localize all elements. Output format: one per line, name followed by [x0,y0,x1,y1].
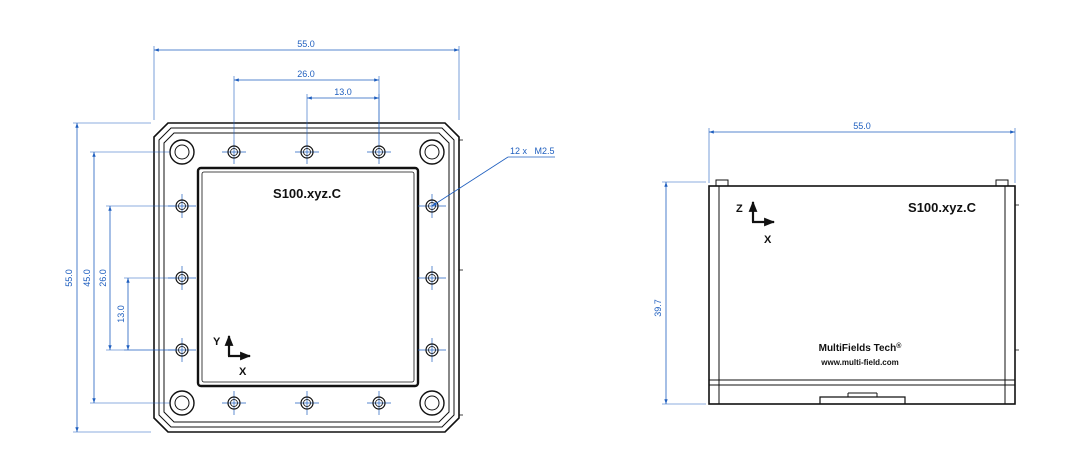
corner-holes [169,139,445,416]
dim-text-hole-pitch-y: 13.0 [116,305,126,323]
dim-text-hole-pitch-x: 13.0 [334,87,352,97]
top-view: S100.xyz.C Y X 55.0 26.0 13.0 [64,39,555,433]
side-axis-z-label: Z [736,203,743,215]
dim-text-overall-height: 55.0 [64,269,74,287]
brand-registered-mark: ® [896,342,902,350]
corner-hole [419,390,445,416]
threaded-hole [295,391,319,415]
side-view: S100.xyz.C Z X MultiFields Tech® www.mul… [653,121,1019,405]
dim-text-side-height: 39.7 [653,299,663,317]
top-dim-hole-pitch-x: 13.0 [306,87,380,140]
threaded-holes [168,140,446,415]
side-dim-height: 39.7 [653,181,706,405]
brand-website: www.multi-field.com [820,358,898,367]
top-view-window [196,166,420,388]
threaded-hole [418,266,446,290]
threaded-hole [295,140,319,164]
top-view-part-label: S100.xyz.C [273,186,342,201]
brand-name-text: MultiFields Tech [819,343,897,354]
corner-hole [169,390,195,416]
threaded-hole [222,140,246,164]
side-view-part-label: S100.xyz.C [908,200,977,215]
threaded-hole [418,338,446,362]
corner-hole [169,139,195,165]
hole-callout: 12 x M2.5 [431,146,555,207]
top-dim-overall-height: 55.0 [64,122,151,433]
dim-text-hole-span-y: 26.0 [98,269,108,287]
dim-text-hole-span-x: 26.0 [297,69,315,79]
top-dim-hole-span-x: 26.0 [233,69,380,140]
top-view-axis-indicator: Y X [213,334,252,378]
side-dim-width: 55.0 [708,121,1016,183]
top-axis-x-label: X [239,366,247,378]
dim-text-outer-span-y: 45.0 [82,269,92,287]
top-view-housing [153,122,463,433]
top-dim-overall-width: 55.0 [153,39,460,120]
top-dim-hole-pitch-y: 13.0 [116,277,176,351]
brand-name: MultiFields Tech® [819,342,903,354]
side-view-axis-indicator: Z X [736,200,776,246]
dim-text-side-width: 55.0 [853,121,871,131]
threaded-hole [367,391,391,415]
side-view-housing [708,179,1019,405]
top-view-window-inner [201,171,415,383]
side-axis-x-label: X [764,234,772,246]
top-axis-y-label: Y [213,336,221,348]
hole-callout-text: 12 x M2.5 [510,146,555,156]
top-dim-outer-span-y: 45.0 [82,151,170,404]
threaded-hole [222,391,246,415]
threaded-hole [367,140,391,164]
corner-hole [419,139,445,165]
dim-text-overall-width: 55.0 [297,39,315,49]
